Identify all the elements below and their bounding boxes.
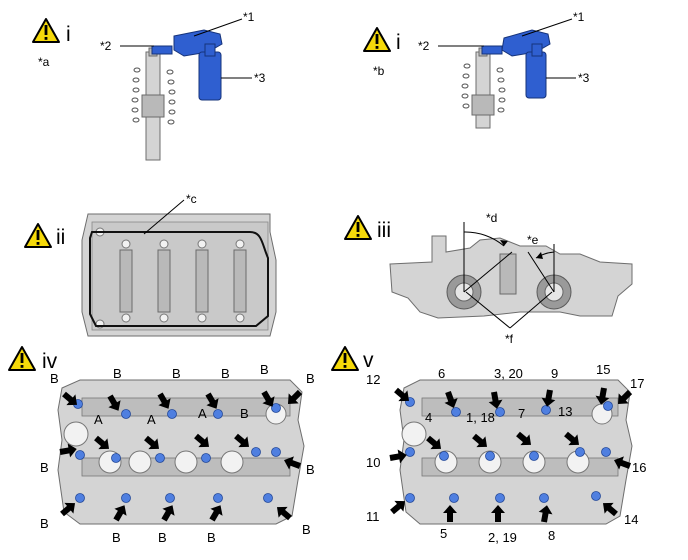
seq-label-inner: 7 bbox=[518, 406, 525, 421]
camshaft-chain-illustration bbox=[461, 47, 506, 129]
bolt-label-b: B bbox=[306, 371, 315, 386]
bolt-letter-labels: B B B B B B B B B B B B B B A A A bbox=[40, 362, 315, 545]
warning-icon bbox=[363, 27, 391, 52]
panel-ii: ii *c bbox=[24, 192, 277, 337]
bolt-label-b: B bbox=[40, 460, 49, 475]
seq-label-bottom: 2, 19 bbox=[488, 530, 517, 545]
bolt-label-b: B bbox=[113, 366, 122, 381]
panel-roman-label: iv bbox=[42, 350, 58, 373]
bolt-markers bbox=[405, 397, 613, 503]
callout-1: *1 bbox=[243, 10, 255, 24]
callout-leader-c bbox=[143, 199, 185, 235]
panel-roman-label: v bbox=[363, 349, 374, 372]
panel-roman-label: ii bbox=[56, 226, 65, 249]
seq-label-bottom: 8 bbox=[548, 528, 555, 543]
bolt-label-b: B bbox=[50, 371, 59, 386]
panel-v: v bbox=[331, 346, 646, 545]
warning-icon bbox=[344, 215, 372, 240]
cylinder-head-top-view bbox=[57, 379, 305, 525]
panel-roman-label: i bbox=[66, 23, 71, 46]
callout-2: *2 bbox=[418, 39, 430, 53]
angle-lines bbox=[463, 222, 555, 329]
callout-e: *e bbox=[527, 233, 539, 247]
panel-i-b: i *b *1 *2 *3 bbox=[363, 10, 590, 129]
seq-label-inner: 1, 18 bbox=[466, 410, 495, 425]
bolt-label-b: B bbox=[207, 530, 216, 545]
callout-3: *3 bbox=[578, 71, 590, 85]
seq-label-top: 17 bbox=[630, 376, 644, 391]
seq-label-inner: 13 bbox=[558, 404, 572, 419]
seq-label-top: 3, 20 bbox=[494, 366, 523, 381]
bolt-label-b: B bbox=[260, 362, 269, 377]
callout-2: *2 bbox=[100, 39, 112, 53]
seq-label-top: 12 bbox=[366, 372, 380, 387]
seq-label-side: 10 bbox=[366, 455, 380, 470]
camshaft-chain-illustration bbox=[131, 47, 176, 161]
panel-tag-label: *a bbox=[38, 55, 50, 69]
bolt-label-b: B bbox=[306, 462, 315, 477]
warning-icon bbox=[8, 346, 36, 371]
cylinder-head-top-view bbox=[399, 379, 633, 525]
bolt-label-b: B bbox=[221, 366, 230, 381]
callout-1: *1 bbox=[573, 10, 585, 24]
callout-f: *f bbox=[505, 332, 514, 346]
cylinder-head-end-view bbox=[389, 235, 633, 319]
bolt-label-b: B bbox=[112, 530, 121, 545]
panel-iv: iv bbox=[8, 346, 315, 545]
callout-leader-1 bbox=[193, 18, 243, 37]
bolt-label-b: B bbox=[158, 530, 167, 545]
warning-icon bbox=[331, 346, 359, 371]
callout-d: *d bbox=[486, 211, 497, 225]
seq-label-top: 9 bbox=[551, 366, 558, 381]
bolt-label-b: B bbox=[172, 366, 181, 381]
cylinder-head-gasket-side bbox=[81, 213, 277, 337]
callout-leader-1 bbox=[521, 18, 573, 37]
bolt-label-a: A bbox=[147, 412, 156, 427]
bolt-label-a: A bbox=[94, 412, 103, 427]
seq-label-bottom: 5 bbox=[440, 526, 447, 541]
seq-label-side: 16 bbox=[632, 460, 646, 475]
warning-icon bbox=[24, 223, 52, 248]
seq-label-side: 11 bbox=[366, 509, 380, 524]
panel-roman-label: i bbox=[396, 31, 401, 54]
seq-label-inner: 4 bbox=[425, 410, 432, 425]
bolt-label-b: B bbox=[302, 522, 311, 537]
seq-label-top: 6 bbox=[438, 366, 445, 381]
bolt-label-a: A bbox=[198, 406, 207, 421]
seq-label-side: 14 bbox=[624, 512, 638, 527]
panel-roman-label: iii bbox=[377, 219, 391, 242]
sequence-number-labels: 12 6 3, 20 9 15 17 4 1, 18 7 13 10 11 16… bbox=[366, 362, 646, 545]
panel-i-a: i *a *1 *2 bbox=[32, 10, 266, 161]
panel-iii: iii *d *e *f bbox=[344, 211, 633, 346]
bolt-label-b: B bbox=[40, 516, 49, 531]
callout-3: *3 bbox=[254, 71, 266, 85]
tensioner-blue-part bbox=[151, 29, 223, 101]
bolt-markers bbox=[73, 399, 281, 503]
bolt-label-b: B bbox=[240, 406, 249, 421]
seq-label-top: 15 bbox=[596, 362, 610, 377]
tensioner-blue-part bbox=[481, 29, 551, 99]
panel-tag-label: *b bbox=[373, 64, 385, 78]
warning-icon bbox=[32, 18, 60, 43]
callout-c: *c bbox=[186, 192, 197, 206]
